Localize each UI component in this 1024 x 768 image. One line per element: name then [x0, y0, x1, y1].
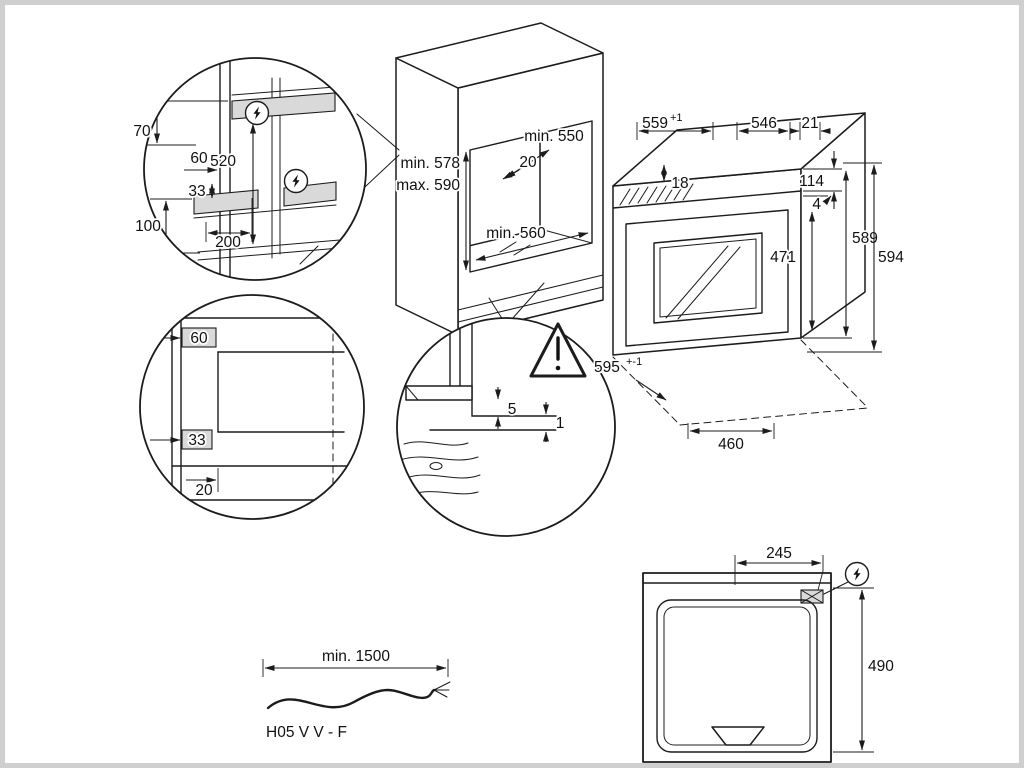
dim-471: 471 — [770, 249, 796, 266]
cabinet-niche-view: min. 578 max. 590 min. 550 20 min. 560 — [394, 22, 604, 336]
power-icon — [244, 100, 270, 126]
dim-niche-height-min: min. 578 — [401, 155, 460, 172]
dim-33: 33 — [188, 432, 205, 449]
dim-200: 200 — [215, 234, 241, 251]
dim-100: 100 — [135, 218, 161, 235]
ventilation-detail-view: 5 1 — [396, 317, 616, 537]
cable-length-label: min. 1500 — [322, 648, 390, 665]
dim-1: 1 — [556, 415, 565, 432]
dim-4: 4 — [812, 196, 821, 213]
dim-niche-width: min. 560 — [486, 225, 546, 242]
warning-icon — [529, 322, 587, 378]
dim-559-tolerance: +1 — [670, 112, 683, 124]
cable-spec-label: H05 V V - F — [266, 724, 347, 741]
dim-niche-depth: min. 550 — [524, 128, 584, 145]
dim-546: 546 — [751, 115, 777, 132]
detail-leader-lines — [348, 113, 545, 321]
dim-594: 594 — [878, 249, 904, 266]
power-icon — [844, 561, 870, 587]
dim-niche-height-max: max. 590 — [396, 177, 460, 194]
dim-520: 520 — [210, 153, 236, 170]
wall-mount-detail-view: 70 60 520 33 100 200 — [132, 57, 367, 281]
dim-back-gap: 20 — [519, 154, 537, 171]
dim-595-tolerance: +-1 — [626, 356, 642, 368]
dim-60: 60 — [190, 150, 208, 167]
dim-33: 33 — [188, 183, 205, 200]
dim-490: 490 — [868, 658, 894, 675]
oven-view: 559 +1 546 21 18 114 4 589 594 471 595 +… — [592, 110, 906, 455]
dim-21: 21 — [801, 115, 818, 132]
power-cable-view: min. 1500 H05 V V - F — [262, 646, 451, 743]
dim-5: 5 — [508, 401, 517, 418]
dim-595: 595 — [594, 359, 620, 376]
dim-60: 60 — [190, 330, 208, 347]
dim-114: 114 — [799, 173, 824, 190]
oven-top-view: 245 490 — [642, 543, 896, 763]
dim-245: 245 — [766, 545, 792, 562]
front-frame-detail-view: 60 33 20 — [139, 294, 365, 520]
dim-20: 20 — [195, 482, 213, 499]
dim-460: 460 — [718, 436, 744, 453]
power-icon — [283, 168, 309, 194]
dim-559: 559 — [642, 115, 668, 132]
dim-70: 70 — [133, 123, 151, 140]
dim-18: 18 — [671, 175, 688, 192]
